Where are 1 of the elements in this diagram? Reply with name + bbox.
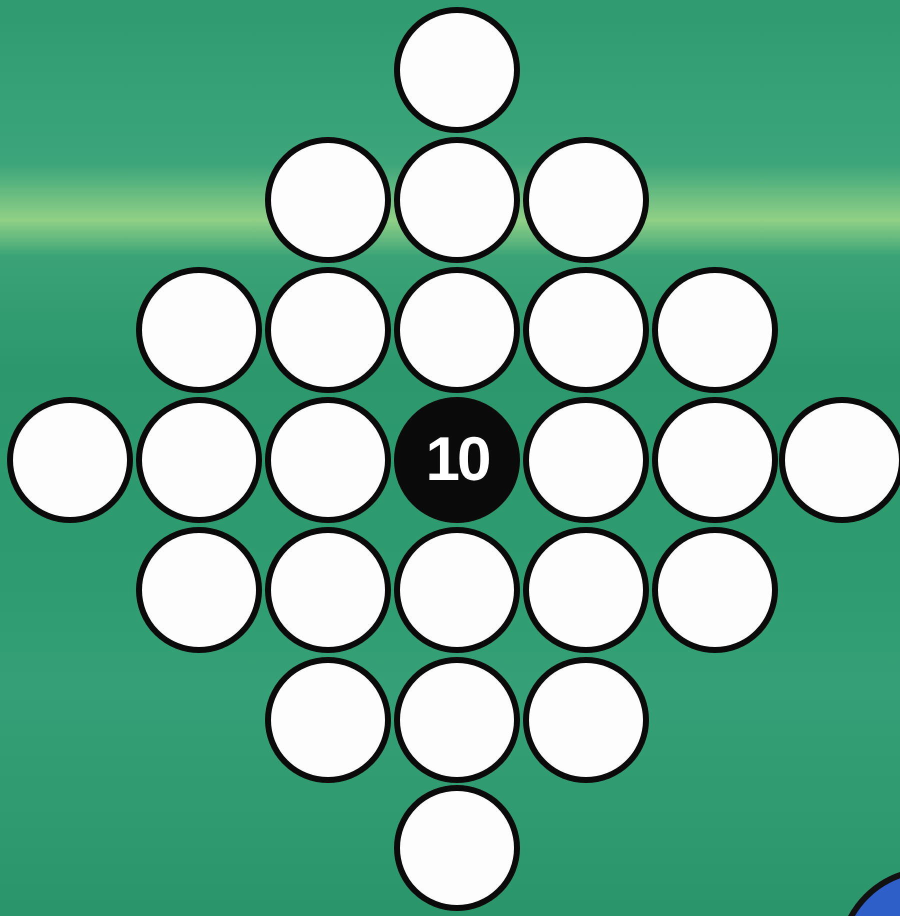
number-label: 10	[426, 429, 488, 491]
